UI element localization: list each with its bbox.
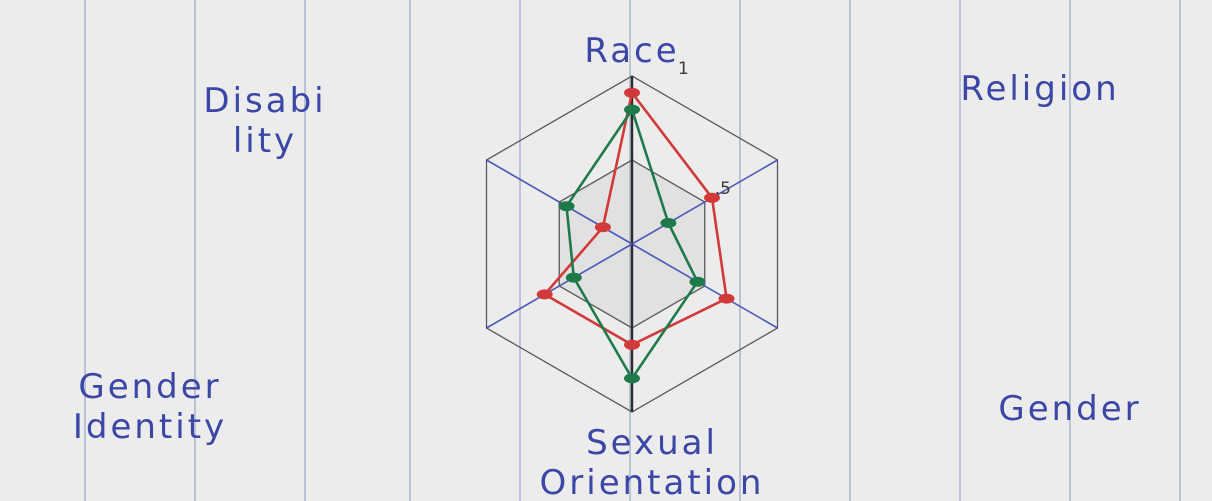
axis-label-line: Identity [73, 407, 227, 447]
data-point [718, 293, 735, 304]
axis-label-line: Sexual [586, 423, 718, 463]
axis-label-line: Disabi [203, 81, 326, 121]
axis-label-religion: Religion [960, 69, 1119, 109]
data-point [660, 218, 677, 228]
data-point [594, 222, 611, 233]
axis-label-line: lity [233, 121, 297, 161]
data-point [624, 87, 640, 98]
axis-spoke [486, 243, 633, 329]
data-point [624, 339, 640, 350]
data-point [689, 276, 706, 287]
data-point [565, 272, 582, 283]
axis-label-line: Gender [998, 389, 1141, 429]
axis-label-line: Gender [78, 367, 221, 407]
tick-label: 1 [678, 59, 689, 79]
axis-spoke [631, 159, 778, 245]
data-point [558, 201, 575, 212]
data-point [624, 104, 640, 115]
axis-label-line: Race [584, 31, 679, 71]
data-point [536, 289, 553, 300]
data-point [704, 192, 721, 203]
axis-label-gender: Gender [998, 389, 1141, 429]
axis-label-line: Religion [960, 69, 1119, 109]
axis-spoke [631, 243, 778, 329]
data-point [624, 373, 640, 384]
tick-label: .5 [715, 179, 731, 199]
axis-label-line: Orientation [540, 463, 765, 501]
axis-label-race: Race [584, 31, 679, 71]
